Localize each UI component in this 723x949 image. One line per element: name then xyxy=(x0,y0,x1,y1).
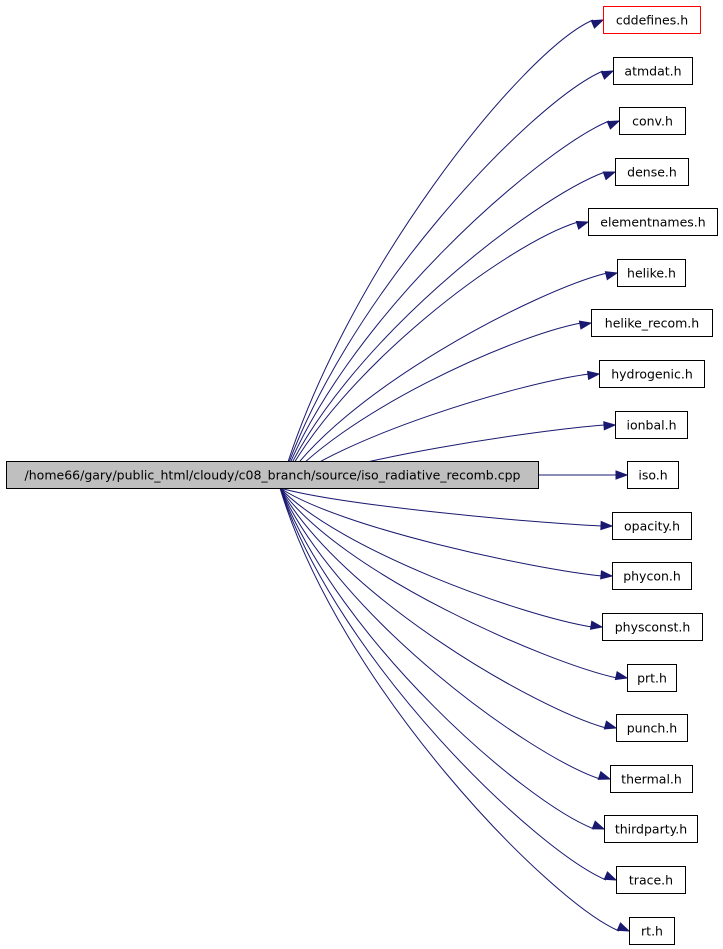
include-node-box xyxy=(612,562,692,590)
include-node-label: phycon.h xyxy=(623,569,681,584)
edge-to-dense xyxy=(279,171,606,489)
include-node-box xyxy=(616,714,688,742)
arrowhead-helike-recom xyxy=(578,320,593,330)
include-node-thermal[interactable]: thermal.h xyxy=(610,765,693,793)
include-node-label: thirdparty.h xyxy=(615,822,687,837)
include-node-label: dense.h xyxy=(627,165,677,180)
include-node-label: cddefines.h xyxy=(616,13,688,28)
nodes-layer: /home66/gary/public_html/cloudy/c08_bran… xyxy=(6,6,718,945)
include-node-label: helike.h xyxy=(627,266,676,281)
include-node-label: hydrogenic.h xyxy=(611,367,693,382)
edge-to-thirdparty xyxy=(279,487,595,830)
arrowhead-elementnames xyxy=(575,220,590,230)
include-node-dense[interactable]: dense.h xyxy=(615,158,689,186)
include-node-conv[interactable]: conv.h xyxy=(619,107,686,135)
edge-to-phycon xyxy=(279,487,603,577)
arrowhead-hydrogenic xyxy=(586,370,601,381)
include-node-box xyxy=(615,158,689,186)
include-node-box xyxy=(591,309,713,337)
include-node-prt[interactable]: prt.h xyxy=(627,664,677,692)
arrowhead-thermal xyxy=(597,770,612,780)
include-node-box xyxy=(588,208,718,236)
edge-to-punch xyxy=(279,487,607,729)
arrowhead-atmdat xyxy=(600,70,615,80)
include-node-hydrogenic[interactable]: hydrogenic.h xyxy=(599,360,705,388)
include-node-box xyxy=(612,512,692,540)
include-node-label: prt.h xyxy=(637,671,667,686)
include-node-trace[interactable]: trace.h xyxy=(616,866,686,894)
include-node-rt[interactable]: rt.h xyxy=(629,917,675,945)
include-node-box xyxy=(616,866,686,894)
include-node-helike[interactable]: helike.h xyxy=(617,259,686,287)
arrowhead-ionbal xyxy=(603,421,617,431)
include-node-box xyxy=(617,259,686,287)
include-node-box xyxy=(604,815,698,843)
include-node-box xyxy=(613,57,693,85)
include-node-box xyxy=(629,917,675,945)
include-node-label: trace.h xyxy=(629,873,673,888)
include-node-opacity[interactable]: opacity.h xyxy=(612,512,692,540)
arrowhead-rt xyxy=(616,922,631,932)
include-node-box xyxy=(615,411,688,439)
include-node-box xyxy=(603,6,701,34)
edge-to-elementnames xyxy=(279,221,579,489)
include-node-phycon[interactable]: phycon.h xyxy=(612,562,692,590)
arrowhead-conv xyxy=(606,120,621,130)
arrowhead-phycon xyxy=(600,570,614,580)
include-node-box xyxy=(602,613,703,641)
include-node-label: helike_recom.h xyxy=(605,316,699,331)
edge-to-physconst xyxy=(279,487,593,628)
include-node-ionbal[interactable]: ionbal.h xyxy=(615,411,688,439)
include-node-label: conv.h xyxy=(632,114,673,129)
edge-to-cddefines xyxy=(279,19,594,489)
include-node-box xyxy=(610,765,693,793)
include-node-physconst[interactable]: physconst.h xyxy=(602,613,703,641)
include-node-helike-recom[interactable]: helike_recom.h xyxy=(591,309,713,337)
arrowhead-trace xyxy=(603,871,618,881)
arrowhead-dense xyxy=(602,171,617,181)
edge-to-conv xyxy=(279,120,610,489)
include-node-box xyxy=(599,360,705,388)
edge-to-rt xyxy=(279,487,620,932)
root-node-label: /home66/gary/public_html/cloudy/c08_bran… xyxy=(25,468,521,483)
include-node-box xyxy=(627,664,677,692)
include-node-box xyxy=(619,107,686,135)
arrowhead-cddefines xyxy=(590,19,605,29)
edge-to-opacity xyxy=(279,487,603,527)
edge-to-atmdat xyxy=(279,70,604,489)
arrowhead-iso xyxy=(615,470,629,480)
edges-layer xyxy=(279,19,631,932)
arrowhead-physconst xyxy=(589,620,604,630)
arrowhead-opacity xyxy=(600,520,614,531)
edge-to-helike-recom xyxy=(279,322,582,489)
include-node-punch[interactable]: punch.h xyxy=(616,714,688,742)
arrowhead-punch xyxy=(603,720,618,730)
include-node-label: punch.h xyxy=(627,721,677,736)
arrowhead-thirdparty xyxy=(591,820,606,830)
include-node-label: ionbal.h xyxy=(626,418,676,433)
edge-to-prt xyxy=(279,487,618,679)
include-node-label: iso.h xyxy=(638,468,667,483)
include-node-label: opacity.h xyxy=(624,519,680,534)
arrowhead-helike xyxy=(604,271,619,281)
include-node-iso[interactable]: iso.h xyxy=(627,461,679,489)
include-node-label: physconst.h xyxy=(615,620,691,635)
include-node-atmdat[interactable]: atmdat.h xyxy=(613,57,693,85)
include-node-cddefines[interactable]: cddefines.h xyxy=(603,6,701,34)
arrowhead-prt xyxy=(614,670,629,681)
edge-to-helike xyxy=(279,272,608,489)
include-node-label: thermal.h xyxy=(621,772,682,787)
include-node-label: rt.h xyxy=(641,924,663,939)
include-node-thirdparty[interactable]: thirdparty.h xyxy=(604,815,698,843)
include-node-elementnames[interactable]: elementnames.h xyxy=(588,208,718,236)
include-node-label: elementnames.h xyxy=(600,215,705,230)
root-node[interactable]: /home66/gary/public_html/cloudy/c08_bran… xyxy=(6,461,539,489)
edge-to-trace xyxy=(279,487,607,881)
edge-to-thermal xyxy=(279,487,601,780)
include-node-label: atmdat.h xyxy=(624,64,681,79)
include-node-box xyxy=(627,461,679,489)
